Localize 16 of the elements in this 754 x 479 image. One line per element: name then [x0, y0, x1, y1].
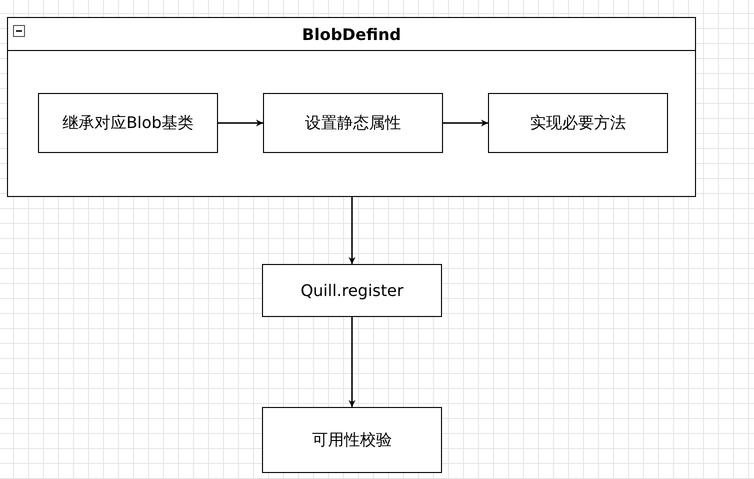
- box-label: 继承对应Blob基类: [62, 112, 194, 134]
- process-box: [488, 93, 668, 153]
- box-label: Quill.register: [300, 281, 404, 300]
- process-box: [262, 264, 442, 317]
- box-label: 实现必要方法: [530, 112, 626, 134]
- arrow: [443, 120, 488, 126]
- process-box: [38, 93, 218, 153]
- box-label: 设置静态属性: [305, 112, 401, 134]
- box-label: 可用性校验: [312, 430, 392, 450]
- arrow: [218, 120, 263, 126]
- process-box: [263, 93, 443, 153]
- arrow: [348, 317, 356, 407]
- container-box: [7, 17, 696, 197]
- container-title: BlobDefind: [302, 24, 401, 44]
- arrow: [348, 197, 356, 264]
- process-box: [262, 407, 442, 473]
